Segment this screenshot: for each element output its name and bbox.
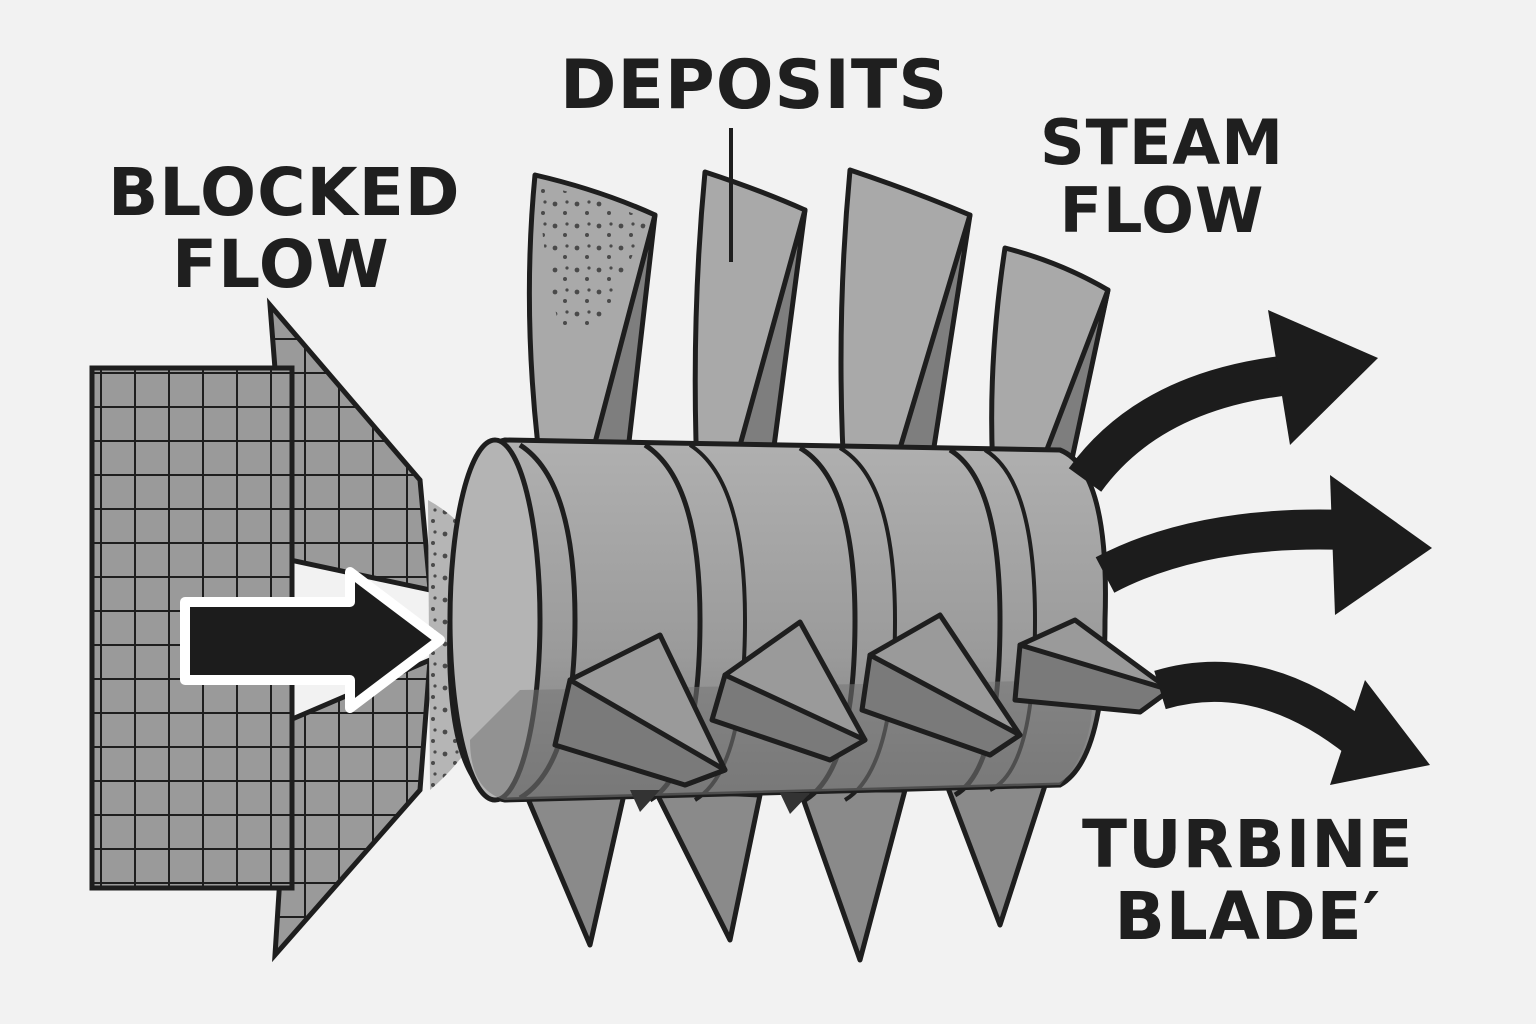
steam-flow-line-2: FLOW: [1059, 174, 1265, 247]
drum-tip-1: [630, 790, 660, 812]
lower-blade-1: [552, 632, 728, 788]
upper-blade-3: [838, 167, 973, 518]
steam-arrow-upper: [1068, 355, 1293, 493]
deposits-label-text: DEPOSITS: [560, 46, 949, 125]
blocked-flow-arrow: [180, 567, 445, 713]
turbine-blade-line-1: TURBINE: [1082, 806, 1414, 883]
steam-flow-line-1: STEAM: [1040, 106, 1284, 179]
drum-tip-2: [780, 793, 810, 814]
blocked-flow-line-2: FLOW: [172, 226, 390, 303]
blocked-flow-line-1: BLOCKED: [108, 154, 461, 231]
steam-flow-arrows: [1068, 310, 1432, 785]
bottom-blade-1: [517, 777, 628, 948]
bottom-blade-2: [652, 787, 763, 943]
bottom-blade-3: [797, 787, 908, 963]
lower-blade-2: [709, 619, 868, 763]
steam-arrow-upper-head: [1268, 310, 1378, 445]
turbine-blade-label: TURBINE BLADE′: [1082, 812, 1414, 950]
steam-arrow-middle: [1095, 509, 1346, 593]
turbine-blade-line-2: BLADE′: [1114, 878, 1382, 955]
deposits-label: DEPOSITS: [560, 52, 948, 120]
blocked-flow-label: BLOCKED FLOW: [108, 160, 461, 298]
turbine-rotor: [447, 167, 1173, 963]
lower-blade-3: [859, 612, 1023, 758]
steam-arrow-lower-head: [1330, 680, 1430, 785]
steam-arrow-middle-head: [1330, 475, 1432, 615]
blade-deposit-dots: [540, 185, 648, 330]
steam-arrow-lower: [1154, 661, 1373, 756]
steam-flow-label: STEAM FLOW: [1040, 112, 1284, 242]
